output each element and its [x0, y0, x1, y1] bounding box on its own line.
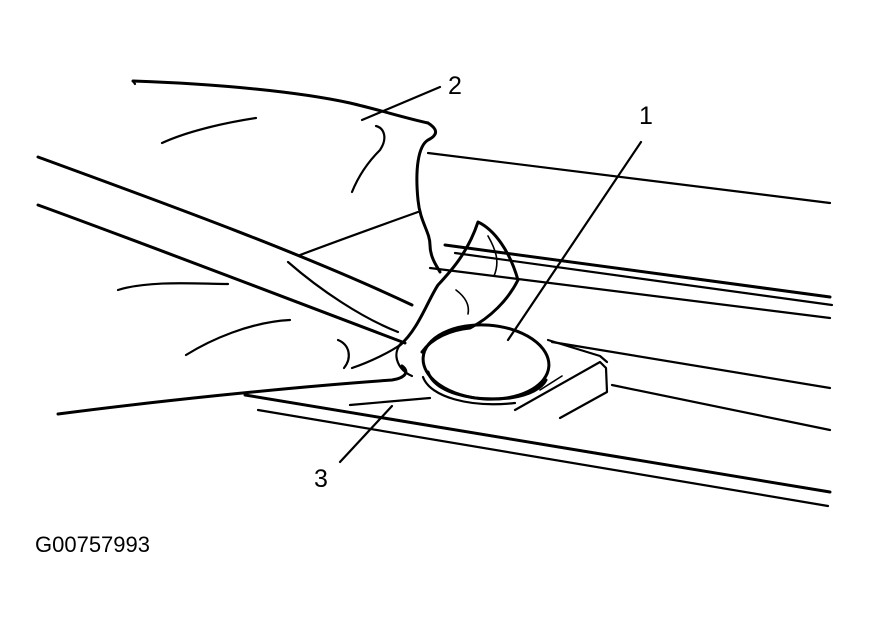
- sleeve-top-edge: [131, 79, 430, 125]
- sleeve-fold-1: [160, 116, 258, 145]
- seal-housing: [513, 338, 609, 420]
- finger-lower-outline: [36, 203, 407, 345]
- leader-lines: [338, 85, 643, 464]
- upper-rail-line-inner: [453, 251, 834, 307]
- housing-divider: [539, 375, 563, 391]
- finger-joint-crease: [116, 282, 230, 292]
- sleeve-fold-2: [350, 124, 386, 194]
- body-panel: [243, 151, 834, 508]
- upper-panel-edge: [426, 151, 832, 205]
- sleeve: [131, 79, 442, 274]
- sill-lower-edge: [256, 408, 830, 508]
- leader-line-2: [360, 85, 442, 122]
- palm-crease-2: [336, 338, 350, 370]
- callout-1: 1: [639, 102, 653, 130]
- cloth-fold-1: [487, 235, 498, 277]
- thumb-outline: [350, 343, 402, 370]
- hand-lower-outline: [56, 364, 408, 416]
- plug-rim-shadow: [421, 375, 517, 406]
- housing-front-face: [513, 360, 609, 420]
- cloth-lower-edge: [395, 343, 414, 378]
- trough-back-edge: [550, 340, 832, 390]
- finger-upper-outline: [36, 155, 414, 307]
- cloth-fold-2: [455, 289, 470, 315]
- housing-top-edge: [546, 338, 609, 364]
- leader-line-1: [506, 140, 643, 342]
- knuckle-crease: [286, 260, 400, 334]
- cleaning-cloth: [395, 220, 520, 378]
- trough-floor-line: [348, 396, 432, 407]
- sleeve-cuff: [415, 121, 442, 274]
- sill-upper-edge: [243, 393, 832, 494]
- sleeve-hem: [298, 210, 420, 257]
- sleeve-left-edge: [131, 79, 137, 86]
- callout-2: 2: [448, 72, 462, 100]
- trough-inner-edge: [610, 383, 832, 432]
- figure-id-label: G00757993: [35, 532, 150, 557]
- plug-rim-lower: [426, 370, 548, 401]
- upper-rail-line: [443, 243, 832, 299]
- cloth-outline: [398, 220, 520, 354]
- leader-line-3: [338, 404, 394, 464]
- callout-3: 3: [314, 465, 328, 493]
- hand: [36, 155, 414, 416]
- rail-shadow-line: [428, 266, 832, 320]
- plug-disc: [421, 323, 551, 406]
- palm-crease-1: [184, 318, 292, 357]
